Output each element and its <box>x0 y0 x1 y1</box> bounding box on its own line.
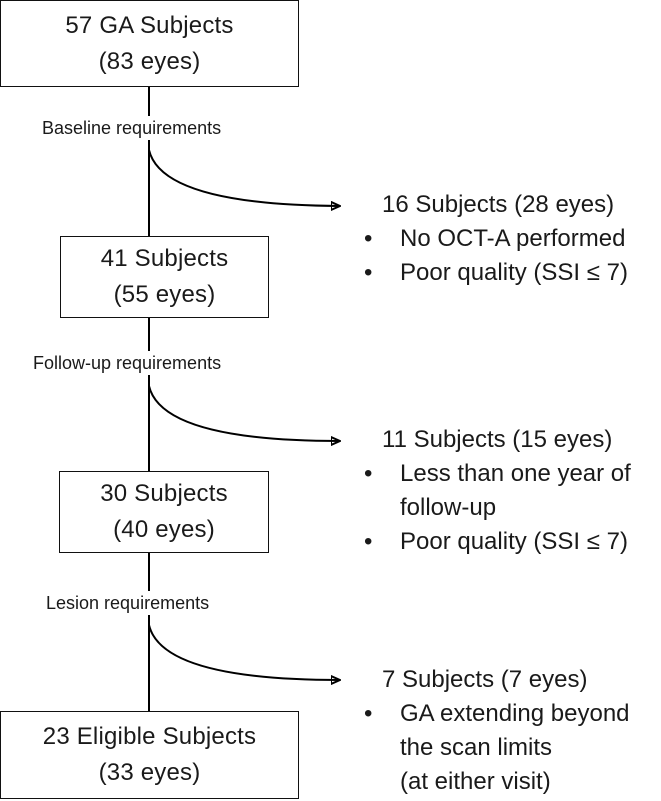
exclusion-lesion-list: GA extending beyond the scan limits (at … <box>364 697 630 799</box>
exclusion-lesion-item-line: (at either visit) <box>400 768 551 795</box>
exclusion-baseline-list: No OCT-A performed Poor quality (SSI ≤ 7… <box>364 222 628 290</box>
step-label-followup: Follow-up requirements <box>29 351 226 375</box>
exclusion-arrow-lesion <box>148 624 340 680</box>
exclusion-lesion-item-line: GA extending beyond <box>400 700 630 727</box>
exclusion-arrow-followup <box>148 385 340 441</box>
box-initial-title: 57 GA Subjects <box>65 11 234 39</box>
box-eligible-subtitle: (33 eyes) <box>98 759 201 786</box>
exclusion-arrow-baseline <box>148 149 340 206</box>
exclusion-baseline-item-text: Poor quality (SSI ≤ 7) <box>400 259 628 286</box>
box-baseline-title: 41 Subjects <box>100 245 229 272</box>
exclusion-lesion: 7 Subjects (7 eyes) GA extending beyond … <box>364 663 630 799</box>
step-label-baseline: Baseline requirements <box>38 116 226 140</box>
box-followup-subtitle: (40 eyes) <box>113 516 215 543</box>
exclusion-lesion-item: GA extending beyond the scan limits (at … <box>364 697 630 799</box>
exclusion-followup-item-text: Poor quality (SSI ≤ 7) <box>400 528 628 555</box>
exclusion-baseline-title: 16 Subjects (28 eyes) <box>382 191 615 218</box>
exclusion-baseline-item: Poor quality (SSI ≤ 7) <box>364 256 628 290</box>
exclusion-baseline-item-text: No OCT-A performed <box>400 225 626 252</box>
box-baseline-subjects: 41 Subjects (55 eyes) <box>60 236 269 318</box>
box-eligible-subjects: 23 Eligible Subjects (33 eyes) <box>0 711 299 799</box>
box-eligible-title: 23 Eligible Subjects <box>42 723 257 750</box>
exclusion-baseline: 16 Subjects (28 eyes) No OCT-A performed… <box>364 188 628 290</box>
exclusion-followup-title: 11 Subjects (15 eyes) <box>382 426 613 453</box>
exclusion-lesion-title: 7 Subjects (7 eyes) <box>382 666 588 693</box>
exclusion-followup-item: Poor quality (SSI ≤ 7) <box>364 525 631 559</box>
exclusion-followup: 11 Subjects (15 eyes) Less than one year… <box>364 423 631 559</box>
step-label-lesion: Lesion requirements <box>42 591 214 615</box>
exclusion-baseline-item: No OCT-A performed <box>364 222 628 256</box>
exclusion-followup-item-line: follow-up <box>400 494 497 521</box>
box-initial-subtitle: (83 eyes) <box>98 47 201 75</box>
box-followup-title: 30 Subjects <box>100 480 228 507</box>
exclusion-followup-item-line: Less than one year of <box>400 460 631 487</box>
box-followup-subjects: 30 Subjects (40 eyes) <box>59 471 269 553</box>
exclusion-followup-list: Less than one year of follow-up Poor qua… <box>364 457 631 559</box>
box-baseline-subtitle: (55 eyes) <box>113 281 216 308</box>
exclusion-lesion-item-line: the scan limits <box>400 734 553 761</box>
box-initial-subjects: 57 GA Subjects (83 eyes) <box>0 0 299 87</box>
exclusion-followup-item: Less than one year of follow-up <box>364 457 631 525</box>
